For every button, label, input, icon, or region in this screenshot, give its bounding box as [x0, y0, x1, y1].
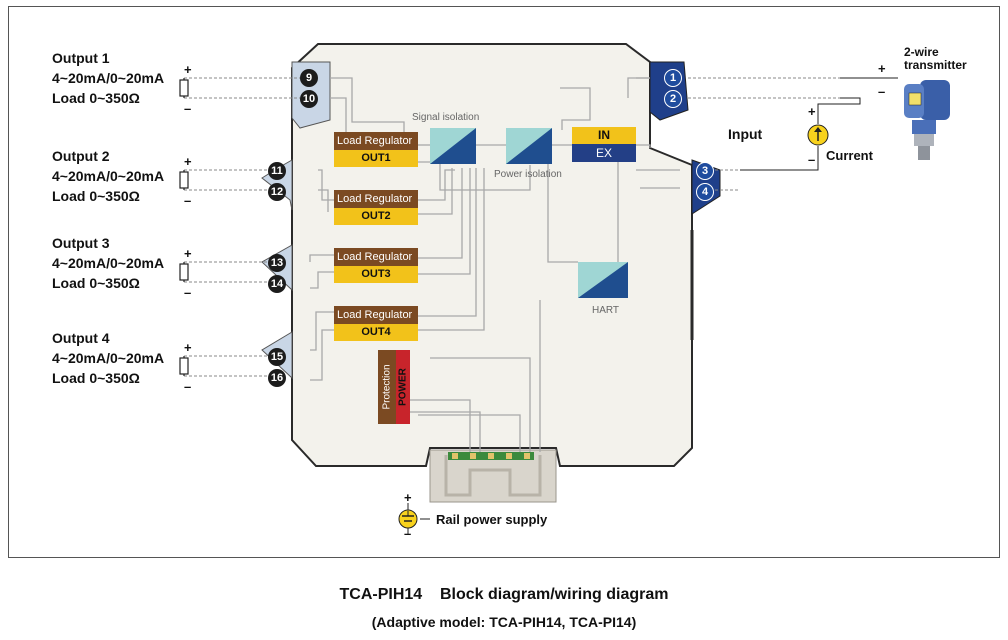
plus-sign: + — [184, 62, 192, 77]
output-title: Output 3 — [52, 235, 110, 251]
terminal-icon: 1 — [664, 69, 682, 87]
terminal-icon: 11 — [268, 162, 286, 180]
out-label-1: OUT1 — [334, 150, 418, 167]
plus-sign: + — [808, 104, 816, 119]
out-label-3: OUT3 — [334, 266, 418, 283]
resistor-icon — [179, 262, 189, 282]
terminal-icon: 12 — [268, 183, 286, 201]
output-load: Load 0~350Ω — [52, 275, 140, 291]
ex-box: EX — [572, 144, 636, 162]
out-label-4: OUT4 — [334, 324, 418, 341]
output-2-label: Output 2 4~20mA/0~20mA Load 0~350Ω — [52, 146, 164, 206]
isolation-block-icon — [578, 262, 628, 298]
terminal-icon: 13 — [268, 254, 286, 272]
isolation-block-icon — [506, 128, 552, 164]
protection-box: Protection — [378, 350, 396, 424]
transmitter-icon — [904, 80, 950, 160]
terminal-icon: 9 — [300, 69, 318, 87]
terminal-icon: 3 — [696, 162, 714, 180]
resistor-icon — [179, 170, 189, 190]
load-regulator-1: Load Regulator — [334, 132, 418, 150]
terminal-icon: 14 — [268, 275, 286, 293]
minus-sign: – — [184, 193, 192, 208]
output-load: Load 0~350Ω — [52, 370, 140, 386]
current-source-icon — [807, 124, 829, 146]
power-box: POWER — [396, 350, 410, 424]
output-3-label: Output 3 4~20mA/0~20mA Load 0~350Ω — [52, 233, 164, 293]
isolation-block-icon — [430, 128, 476, 164]
power-label: POWER — [397, 368, 409, 406]
caption-title: TCA-PIH14 Block diagram/wiring diagram — [339, 586, 669, 603]
resistor-icon — [179, 78, 189, 98]
minus-sign: – — [184, 379, 192, 394]
dc-source-icon — [398, 509, 418, 529]
output-range: 4~20mA/0~20mA — [52, 350, 165, 366]
transmitter-label: 2-wire transmitter — [904, 45, 967, 72]
load-regulator-2: Load Regulator — [334, 190, 418, 208]
plus-sign: + — [184, 154, 192, 169]
minus-sign: – — [808, 152, 816, 167]
minus-sign: – — [184, 285, 192, 300]
output-range: 4~20mA/0~20mA — [52, 255, 165, 271]
terminal-icon: 4 — [696, 183, 714, 201]
protection-label: Protection — [381, 364, 393, 410]
plus-sign: + — [404, 490, 412, 505]
terminal-icon: 10 — [300, 90, 318, 108]
output-title: Output 4 — [52, 330, 110, 346]
out-label-2: OUT2 — [334, 208, 418, 225]
load-regulator-3: Load Regulator — [334, 248, 418, 266]
minus-sign: – — [184, 101, 192, 116]
load-regulator-4: Load Regulator — [334, 306, 418, 324]
terminal-icon: 2 — [664, 90, 682, 108]
terminal-icon: 16 — [268, 369, 286, 387]
resistor-icon — [179, 356, 189, 376]
output-title: Output 1 — [52, 50, 110, 66]
diagram-frame — [8, 6, 1000, 558]
input-label: Input — [728, 126, 763, 142]
output-range: 4~20mA/0~20mA — [52, 168, 165, 184]
plus-sign: + — [184, 340, 192, 355]
in-box: IN — [572, 127, 636, 144]
output-range: 4~20mA/0~20mA — [52, 70, 165, 86]
plus-sign: + — [184, 246, 192, 261]
caption-subtitle: (Adaptive model: TCA-PIH14, TCA-PI14) — [371, 614, 637, 630]
output-4-label: Output 4 4~20mA/0~20mA Load 0~350Ω — [52, 328, 164, 388]
hart-label: HART — [592, 305, 620, 316]
din-rail-icon — [429, 449, 557, 503]
terminal-icon: 15 — [268, 348, 286, 366]
signal-isolation-label: Signal isolation — [412, 112, 480, 123]
plus-sign: + — [878, 61, 886, 76]
minus-sign: – — [878, 84, 886, 99]
output-load: Load 0~350Ω — [52, 90, 140, 106]
rail-power-label: Rail power supply — [436, 512, 548, 527]
minus-sign: – — [404, 526, 412, 541]
power-isolation-label: Power isolation — [494, 169, 562, 180]
output-load: Load 0~350Ω — [52, 188, 140, 204]
output-title: Output 2 — [52, 148, 110, 164]
output-1-label: Output 1 4~20mA/0~20mA Load 0~350Ω — [52, 48, 164, 108]
current-label: Current — [826, 148, 873, 163]
